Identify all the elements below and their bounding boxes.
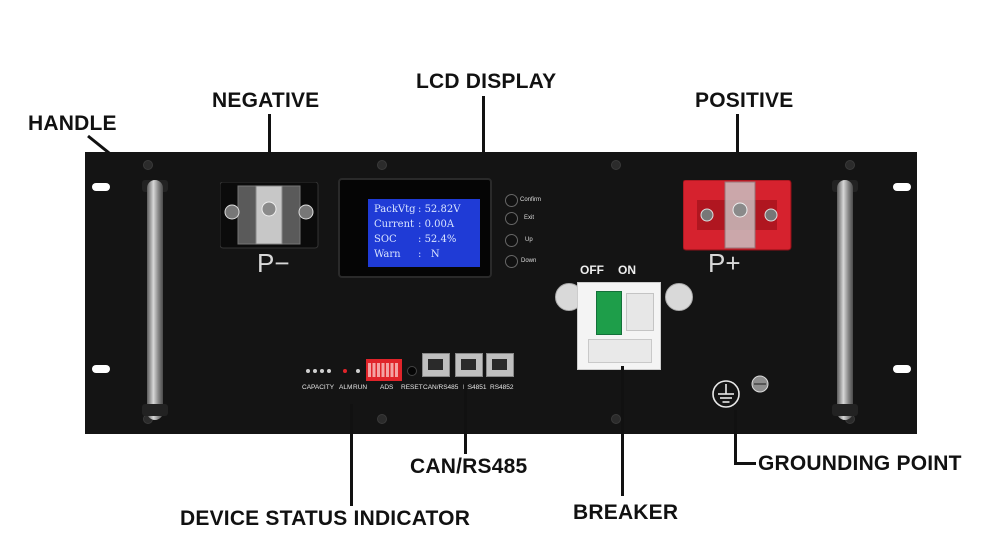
panel-screw: [611, 160, 621, 170]
reset-label: RESET: [401, 384, 423, 391]
grounding-leader-horizontal: [734, 462, 756, 465]
confirm-button-label: Confirm: [520, 197, 542, 203]
rs4851-port-label: RS4851: [463, 384, 487, 391]
up-button-label: Up: [525, 237, 533, 243]
capacity-led: [320, 369, 324, 373]
positive-callout: POSITIVE: [695, 89, 794, 112]
negative-terminal-label: P−: [257, 248, 290, 278]
breaker-leader: [621, 366, 624, 496]
capacity-led: [327, 369, 331, 373]
down-button-label: Down: [521, 258, 537, 264]
lcd-key: Warn: [374, 249, 401, 260]
can-rs485-leader: [464, 384, 467, 454]
can-rs485-port-label: CAN/RS485: [423, 384, 459, 391]
lcd-row: SOC: 52.4%: [374, 232, 480, 247]
left-handle[interactable]: [147, 180, 163, 420]
panel-screw: [377, 414, 387, 424]
rs4852-port-label: RS4852: [490, 384, 514, 391]
lcd-key: PackVtg: [374, 204, 416, 215]
lcd-display-leader: [482, 96, 485, 190]
lcd-row: Warn: N: [374, 247, 480, 262]
grounding-point-callout: GROUNDING POINT: [758, 452, 962, 475]
panel-screw: [143, 160, 153, 170]
alm-led: [343, 369, 347, 373]
lcd-key: Current: [374, 219, 415, 230]
right-handle-bottom-mount: [832, 404, 858, 416]
port-socket: [461, 359, 476, 370]
ground-symbol-circle: [712, 380, 740, 408]
alm-label: ALM: [339, 384, 353, 391]
reset-button[interactable]: [407, 366, 417, 376]
exit-button-label: Exit: [524, 215, 535, 221]
positive-terminal[interactable]: [683, 180, 793, 252]
breaker-rating-plate: [626, 293, 654, 331]
lcd-row: Current: 0.00A: [374, 217, 480, 232]
breaker-callout: BREAKER: [573, 501, 679, 524]
capacity-label: CAPACITY: [302, 384, 335, 391]
grounding-leader-vertical: [734, 410, 737, 464]
handle-callout: HANDLE: [28, 112, 117, 135]
confirm-button[interactable]: [505, 194, 518, 207]
lcd-sep: :: [418, 234, 422, 245]
breaker[interactable]: [577, 282, 661, 370]
port-socket: [492, 359, 507, 370]
capacity-led: [306, 369, 310, 373]
run-label: RUN: [353, 384, 368, 391]
rack-ear-slot-top-left: [92, 183, 110, 191]
capacity-led: [313, 369, 317, 373]
breaker-toggle[interactable]: [596, 291, 622, 335]
positive-terminal-label: P+: [708, 248, 741, 278]
lcd-screen: PackVtg: 52.82V Current: 0.00A SOC: 52.4…: [368, 199, 480, 267]
device-status-leader: [350, 404, 353, 506]
breaker-body-lower: [588, 339, 652, 363]
lcd-value: 52.4%: [424, 234, 457, 245]
panel-screw: [845, 160, 855, 170]
lcd-key: SOC: [374, 234, 397, 245]
can-rs485-callout: CAN/RS485: [410, 455, 528, 478]
rs4852-port[interactable]: [486, 353, 514, 377]
ads-label: ADS: [380, 384, 394, 391]
grounding-point[interactable]: [710, 374, 780, 414]
lcd-display-callout: LCD DISPLAY: [416, 70, 557, 93]
right-handle[interactable]: [837, 180, 853, 420]
address-dip-switch[interactable]: [366, 359, 402, 381]
breaker-off-label: OFF: [580, 263, 604, 277]
exit-button[interactable]: [505, 212, 518, 225]
lcd-sep: :: [418, 249, 422, 260]
rs4851-port[interactable]: [455, 353, 483, 377]
lcd-row: PackVtg: 52.82V: [374, 202, 480, 217]
port-socket: [428, 359, 443, 370]
down-button[interactable]: [505, 255, 518, 268]
breaker-mount-knob-right: [665, 283, 693, 311]
rack-ear-slot-bottom-right: [893, 365, 911, 373]
lcd-sep: :: [418, 204, 422, 215]
negative-callout: NEGATIVE: [212, 89, 320, 112]
can-rs485-port[interactable]: [422, 353, 450, 377]
lcd-value: 0.00A: [424, 219, 455, 230]
left-handle-bottom-mount: [142, 404, 168, 416]
negative-terminal[interactable]: [220, 182, 320, 252]
panel-screw: [611, 414, 621, 424]
rack-ear-slot-bottom-left: [92, 365, 110, 373]
up-button[interactable]: [505, 234, 518, 247]
rack-ear-slot-top-right: [893, 183, 911, 191]
device-status-indicator-callout: DEVICE STATUS INDICATOR: [180, 507, 471, 530]
breaker-on-label: ON: [618, 263, 636, 277]
lcd-value: 52.82V: [424, 204, 461, 215]
run-led: [356, 369, 360, 373]
lcd-value: N: [430, 249, 440, 260]
panel-screw: [377, 160, 387, 170]
lcd-sep: :: [418, 219, 422, 230]
